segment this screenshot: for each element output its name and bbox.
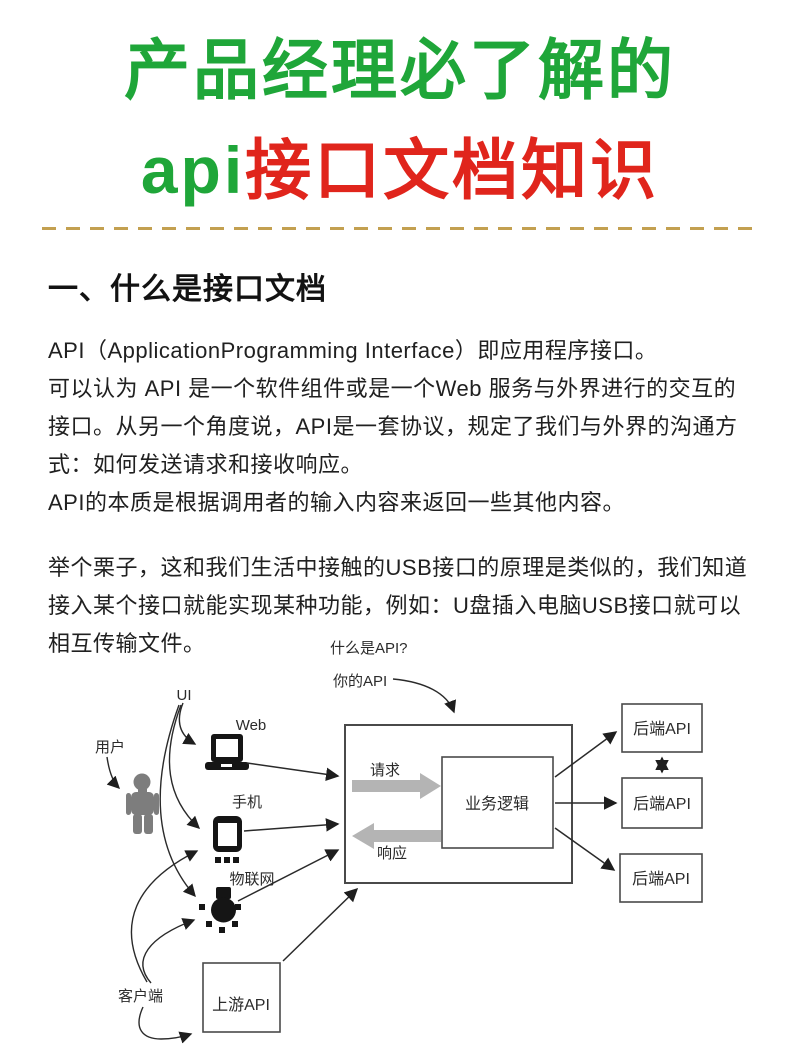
phone-icon [213, 816, 242, 863]
response-arrow [352, 823, 441, 849]
ui-fan-arrows [159, 702, 201, 898]
response-label: 响应 [377, 844, 407, 862]
lightbulb-icon [199, 887, 241, 933]
title-api-word: api [140, 133, 246, 207]
paragraph-1: API（ApplicationProgramming Interface）即应用… [48, 338, 658, 363]
backend-api-box-1 [621, 703, 703, 753]
request-response-arrows [352, 773, 441, 849]
what-is-api-label: 什么是API? [330, 640, 408, 657]
paragraph-3: API的本质是根据调用者的输入内容来返回一些其他内容。 [48, 490, 625, 515]
title-line-1: 产品经理必了解的 [124, 33, 676, 107]
title-line-2: api接口文档知识 [0, 120, 800, 220]
paragraph-2: 可以认为 API 是一个软件组件或是一个Web 服务与外界进行的交互的接口。从另… [48, 376, 738, 477]
laptop-icon [205, 734, 249, 770]
article: 一、什么是接口文档 API（ApplicationProgramming Int… [48, 264, 754, 663]
user-arrow [106, 756, 120, 789]
request-label: 请求 [370, 762, 400, 779]
title-line2-text: 接口文档知识 [245, 133, 660, 207]
request-arrow [352, 773, 441, 799]
ui-label: UI [177, 687, 192, 704]
backend-api-box-2 [621, 777, 703, 829]
backend-api-label-1: 后端API [633, 720, 691, 738]
connector-arrows [237, 731, 669, 962]
backend-api-label-3: 后端API [632, 870, 690, 888]
business-logic-box [441, 756, 554, 849]
backend-api-label-2: 后端API [633, 795, 691, 813]
upstream-api-box [202, 962, 281, 1033]
page-title: 产品经理必了解的 api接口文档知识 [0, 20, 800, 220]
paragraph-4: 举个栗子，这和我们生活中接触的USB接口的原理是类似的，我们知道接入某个接口就能… [48, 555, 748, 656]
web-label: Web [236, 717, 267, 734]
dashed-divider [42, 227, 758, 230]
user-label: 用户 [95, 739, 125, 756]
client-fan-arrows [130, 850, 199, 1044]
backend-api-box-3 [619, 853, 703, 903]
your-api-label: 你的API [333, 673, 387, 690]
upstream-api-label: 上游API [212, 996, 270, 1014]
iot-label: 物联网 [229, 871, 274, 888]
section-heading: 一、什么是接口文档 [48, 273, 327, 306]
business-logic-label: 业务逻辑 [465, 795, 529, 813]
phone-label: 手机 [232, 794, 262, 811]
your-api-arrow [392, 678, 457, 714]
api-diagram: 什么是API? 你的API 用户 UI 客户端 W [95, 640, 703, 1044]
client-label: 客户端 [118, 988, 163, 1005]
person-icon [126, 773, 159, 834]
